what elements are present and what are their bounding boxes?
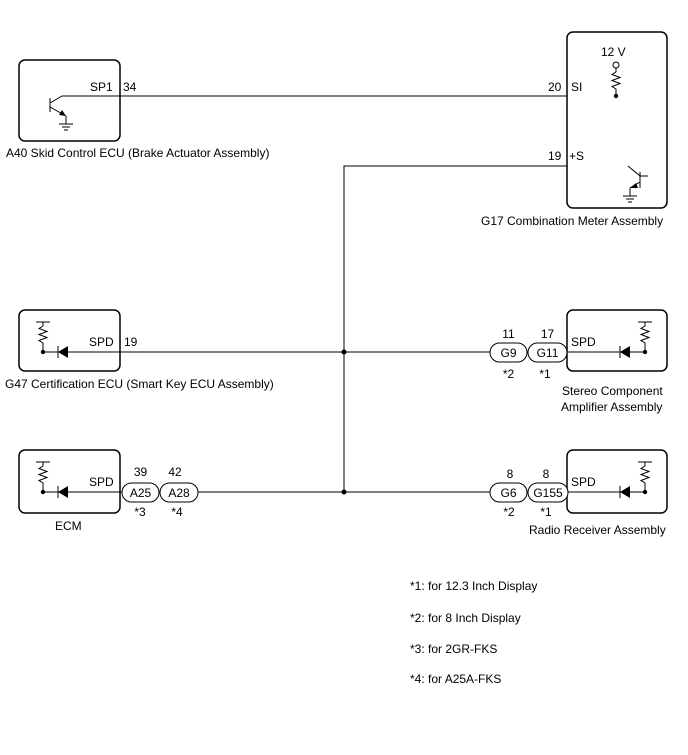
skid-control-ecu: SP1 34 A40 Skid Control ECU (Brake Actua… — [6, 59, 269, 160]
meter-s-name: +S — [569, 149, 584, 163]
connector-g11-name: G11 — [537, 346, 559, 360]
wires — [120, 95, 628, 495]
connector-g9-pin: 11 — [502, 327, 515, 341]
diode-icon — [57, 346, 68, 358]
connector-g6-body — [489, 482, 528, 503]
cert-pin-name: SPD — [89, 335, 114, 349]
connector-a25-name: A25 — [130, 486, 152, 500]
connector-g6-name: G6 — [500, 486, 516, 500]
diode-icon — [619, 486, 630, 498]
meter-s-number: 19 — [548, 149, 562, 163]
diode-icon — [619, 346, 630, 358]
ground-icon — [59, 123, 73, 131]
connector-a28: A28 42 *4 — [159, 465, 199, 519]
connector-a28-name: A28 — [168, 486, 190, 500]
transistor-icon — [49, 95, 120, 124]
radio-receiver-box — [566, 449, 668, 514]
resistor-icon — [37, 465, 49, 492]
connector-g6: G6 8 *2 — [489, 467, 528, 519]
connector-g11-pin: 17 — [541, 327, 555, 341]
connector-a25-pin: 39 — [134, 465, 148, 479]
footnotes: *1: for 12.3 Inch Display *2: for 8 Inch… — [410, 579, 537, 686]
connector-g6-note: *2 — [503, 505, 515, 519]
connector-g11-note: *1 — [539, 367, 551, 381]
certification-ecu: SPD 19 G47 Certification ECU (Smart Key … — [5, 309, 274, 391]
connector-g11: G11 17 *1 — [527, 327, 568, 381]
stereo-label-line1: Stereo Component — [562, 384, 663, 398]
diode-icon — [57, 486, 68, 498]
meter-label: G17 Combination Meter Assembly — [481, 214, 663, 228]
connector-g9-note: *2 — [503, 367, 515, 381]
connector-a25-body — [121, 482, 160, 503]
wire-trunk-plus-s — [343, 165, 628, 492]
supply-terminal-icon — [612, 61, 620, 72]
ecm: SPD ECM — [18, 449, 121, 533]
stereo-label-line2: Amplifier Assembly — [561, 400, 662, 414]
meter-ground-icon — [623, 195, 637, 203]
meter-voltage: 12 V — [601, 45, 626, 59]
connector-a28-body — [159, 482, 199, 503]
connector-a25: A25 39 *3 — [121, 465, 160, 519]
connector-g155: G155 8 *1 — [527, 467, 569, 519]
splice-lower — [341, 489, 347, 495]
combination-meter: 12 V 20 SI 19 +S G17 Combination Meter A… — [481, 31, 668, 228]
connector-a25-note: *3 — [134, 505, 146, 519]
resistor-icon — [639, 322, 651, 352]
stereo-amplifier: SPD Stereo Component Amplifier Assembly — [561, 309, 668, 414]
radio-receiver: SPD Radio Receiver Assembly — [529, 449, 668, 537]
resistor-icon — [610, 71, 622, 96]
connector-g6-pin: 8 — [507, 467, 514, 481]
meter-transistor-icon — [627, 165, 648, 196]
footnote-1: *1: for 12.3 Inch Display — [410, 579, 537, 593]
connector-g155-body — [527, 482, 569, 503]
stereo-pin-name: SPD — [571, 335, 596, 349]
connector-g11-body — [527, 342, 568, 363]
radio-label: Radio Receiver Assembly — [529, 523, 666, 537]
connector-g9: G9 11 *2 — [489, 327, 528, 381]
connector-a28-note: *4 — [171, 505, 183, 519]
footnote-4: *4: for A25A-FKS — [410, 672, 501, 686]
footnote-2: *2: for 8 Inch Display — [410, 611, 521, 625]
footnote-3: *3: for 2GR-FKS — [410, 642, 497, 656]
meter-si-name: SI — [571, 80, 582, 94]
connector-g155-pin: 8 — [543, 467, 550, 481]
connector-g155-note: *1 — [540, 505, 552, 519]
cert-pin-number: 19 — [124, 335, 138, 349]
ecm-label: ECM — [55, 519, 82, 533]
connector-g9-body — [489, 342, 528, 363]
ecm-box — [18, 449, 121, 514]
radio-pin-name: SPD — [571, 475, 596, 489]
connector-a28-pin: 42 — [168, 465, 182, 479]
cert-label: G47 Certification ECU (Smart Key ECU Ass… — [5, 377, 274, 391]
skid-pin-number: 34 — [123, 80, 137, 94]
certification-ecu-box — [18, 309, 121, 372]
resistor-icon — [639, 462, 651, 492]
resistor-icon — [37, 325, 49, 352]
splice-upper — [341, 349, 347, 355]
meter-si-number: 20 — [548, 80, 562, 94]
ecm-pin-name: SPD — [89, 475, 114, 489]
meter-si-junction — [613, 93, 619, 99]
connector-g9-name: G9 — [500, 346, 516, 360]
skid-control-ecu-box — [18, 59, 121, 142]
skid-pin-name: SP1 — [90, 80, 113, 94]
skid-label: A40 Skid Control ECU (Brake Actuator Ass… — [6, 146, 269, 160]
stereo-amplifier-box — [566, 309, 668, 372]
connector-g155-name: G155 — [533, 486, 563, 500]
combination-meter-box — [566, 31, 668, 209]
